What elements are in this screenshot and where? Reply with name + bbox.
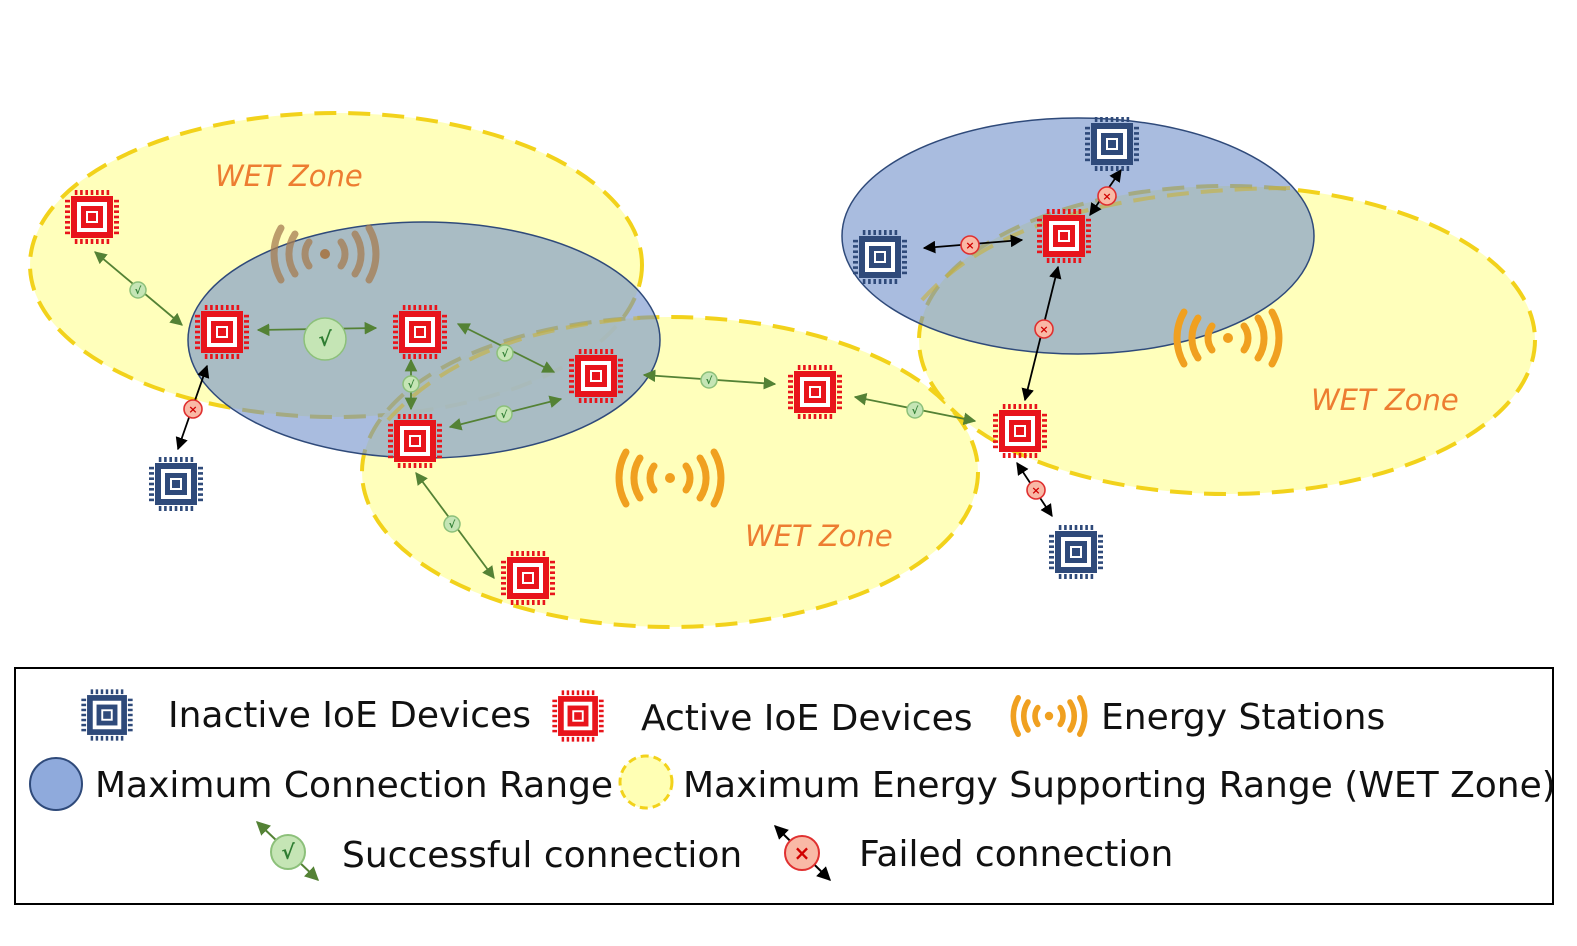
success-link: √ (456, 323, 556, 373)
wet-zone-label-right: WET Zone (1311, 383, 1459, 417)
cross-icon-mark: × (794, 841, 811, 865)
legend-active-label: Active IoE Devices (641, 698, 973, 739)
legend-inactive-label: Inactive IoE Devices (168, 695, 531, 736)
chip-pins (65, 190, 119, 244)
cross-icon-mark: × (1031, 484, 1040, 497)
fail-link: × (175, 364, 210, 451)
zone-edge-overlay (386, 186, 1291, 422)
chip-icon (65, 190, 119, 244)
energy-stations (270, 224, 1283, 508)
check-icon-mark: √ (706, 375, 713, 387)
legend: Inactive IoE Devices Active IoE Devices … (14, 667, 1556, 905)
check-icon (270, 834, 306, 870)
success-link-swatch: √ (255, 821, 320, 881)
chip-pins (149, 457, 203, 511)
cross-icon (784, 835, 820, 871)
wireless-signal-icon (1010, 695, 1088, 737)
cross-icon (1026, 480, 1046, 500)
fail-link-swatch: × (774, 825, 831, 881)
chip-icon (993, 404, 1047, 458)
cross-icon-mark: × (1039, 323, 1048, 336)
fail-link: × (1021, 265, 1062, 402)
chip-icon (853, 230, 907, 284)
legend-success-label: Successful connection (342, 835, 742, 876)
chip-icon (1085, 117, 1139, 171)
cross-icon (1034, 319, 1054, 339)
success-link: √ (94, 251, 183, 326)
check-icon-mark: √ (501, 409, 508, 421)
chip-icon (1049, 525, 1103, 579)
wet-zone-swatch (618, 754, 674, 810)
check-icon-mark: √ (449, 519, 456, 531)
chip-icon (552, 690, 604, 742)
check-icon (402, 375, 420, 393)
check-icon (303, 317, 347, 361)
check-icon-mark: √ (502, 348, 509, 360)
chip-pins (388, 414, 442, 468)
success-link: √ (256, 317, 378, 361)
success-link: √ (853, 393, 977, 425)
check-icon-mark: √ (135, 285, 142, 297)
chip-pins (1085, 117, 1139, 171)
legend-fail-label: Failed connection (859, 834, 1173, 875)
legend-energy-range-label: Maximum Energy Supporting Range (WET Zon… (683, 765, 1556, 806)
check-icon (496, 344, 514, 362)
chip-pins (788, 365, 842, 419)
chip-icon (501, 551, 555, 605)
fail-link: × (922, 234, 1024, 255)
wet-zone-label-left: WET Zone (215, 159, 363, 193)
cross-icon-mark: × (965, 239, 974, 252)
cross-icon-mark: × (188, 403, 197, 416)
cross-icon-mark: × (1102, 190, 1111, 203)
check-icon-mark: √ (318, 327, 332, 351)
chip-pins (1049, 525, 1103, 579)
success-link: √ (402, 358, 420, 411)
connection-links: √ √ √ √ √ √ √ √ × × × × × (94, 168, 1122, 580)
chip-icon (388, 414, 442, 468)
check-icon (129, 281, 147, 299)
chip-pins (1037, 209, 1091, 263)
check-icon (495, 405, 513, 423)
devices (65, 117, 1139, 605)
chip-icon (81, 689, 133, 741)
wireless-signal-icon (615, 448, 725, 508)
chip-pins (993, 404, 1047, 458)
check-icon (906, 401, 924, 419)
chip-pins (81, 689, 133, 741)
chip-pins (501, 551, 555, 605)
legend-stations-label: Energy Stations (1101, 697, 1385, 738)
chip-icon (195, 305, 249, 359)
success-link: √ (415, 471, 495, 580)
chip-icon (1037, 209, 1091, 263)
connection-range-swatch (29, 757, 83, 811)
chip-icon (788, 365, 842, 419)
wet-zone-label-middle: WET Zone (745, 519, 893, 553)
cross-icon (1097, 186, 1117, 206)
fail-link: × (1089, 168, 1122, 217)
chip-pins (393, 305, 447, 359)
chip-pins (552, 690, 604, 742)
fail-link: × (1016, 461, 1053, 518)
check-icon (443, 515, 461, 533)
check-icon-mark: √ (408, 379, 415, 391)
chip-icon (393, 305, 447, 359)
legend-connection-range-label: Maximum Connection Range (95, 765, 613, 806)
check-icon (700, 371, 718, 389)
success-link: √ (642, 369, 777, 390)
chip-pins (569, 349, 623, 403)
chip-pins (195, 305, 249, 359)
legend-icons (81, 689, 604, 742)
chip-icon (149, 457, 203, 511)
chip-icon (569, 349, 623, 403)
success-link: √ (448, 395, 563, 431)
check-icon-mark: √ (912, 405, 919, 417)
chip-pins (853, 230, 907, 284)
cross-icon (183, 399, 203, 419)
wireless-signal-icon (1173, 308, 1283, 368)
cross-icon (960, 235, 980, 255)
wireless-signal-icon (270, 224, 380, 284)
check-icon-mark: √ (281, 840, 295, 864)
